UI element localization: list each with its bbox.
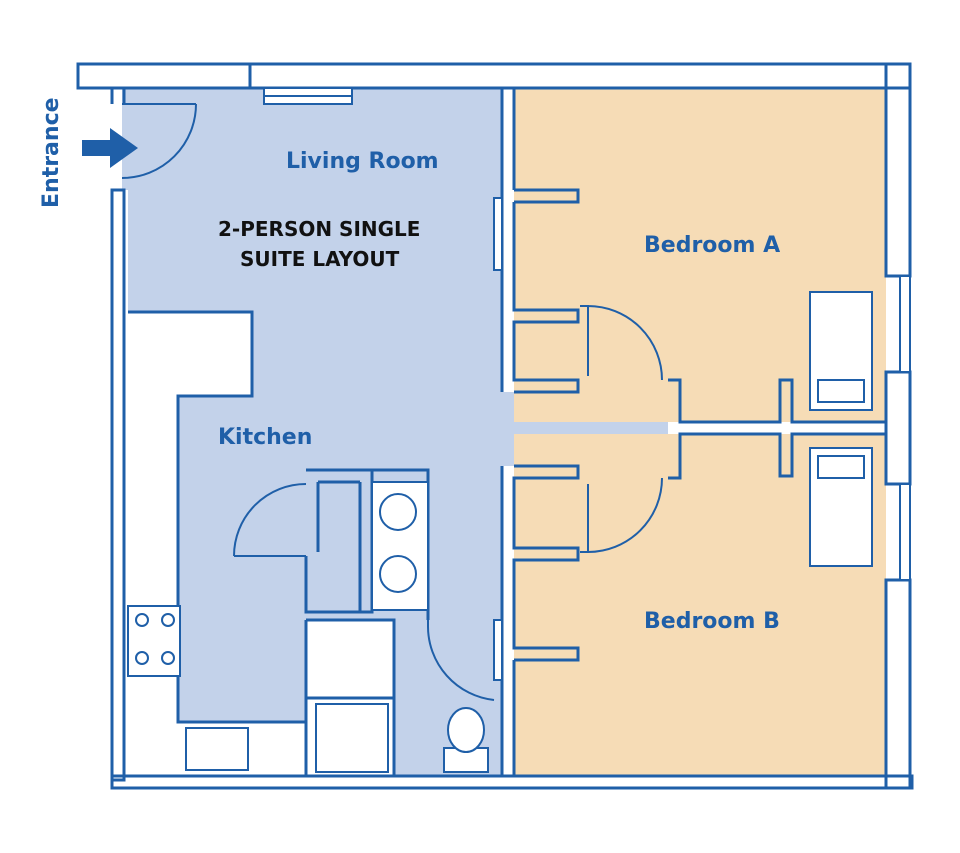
entrance-arrow-icon [82,128,138,168]
title-line-1: 2-PERSON SINGLE [218,217,420,241]
windows [263,87,911,681]
fixtures [127,291,873,773]
window-icon [899,483,911,581]
bed-pillow [817,379,865,403]
window-icon [493,197,503,271]
door-swing-icon [233,483,307,557]
closet-a-top [514,188,580,204]
bed-pillow [817,455,865,479]
living-room-label: Living Room [286,149,439,174]
door-swing-icon [580,477,663,553]
bedroom-b-label: Bedroom B [644,609,780,634]
burner [161,613,175,627]
door-swing-icon [121,103,197,179]
bedroom-divider-2 [668,432,886,480]
kitchen-sink-icon [185,727,249,771]
kitchen-counter [128,310,306,724]
outer-wall-bottom [110,774,914,790]
shower-icon [315,703,389,773]
toilet-icon [447,707,485,753]
sink-basin [379,555,417,593]
burner [135,651,149,665]
title-line-2: SUITE LAYOUT [240,247,400,271]
doors [121,103,663,701]
outer-wall-right-mid [884,370,912,486]
coat-closet [304,468,374,614]
burner [135,613,149,627]
window-icon [899,275,911,373]
door-swing-icon [580,305,663,381]
outer-wall-right-low [884,578,912,790]
closet-a-wall [512,202,580,394]
door-swing-icon [426,620,495,701]
bedroom-divider [668,378,886,424]
sink-basin [379,493,417,531]
outer-wall-left [110,188,126,782]
walls [76,62,914,790]
kitchen-label: Kitchen [218,425,312,450]
common-area-fill [122,88,668,776]
bath-wall-2 [306,618,396,776]
burner [161,651,175,665]
bedroom-a-label: Bedroom A [644,233,780,258]
outer-wall-right [884,62,912,278]
closet-b-wall [512,464,580,662]
outer-wall-top [76,62,912,90]
entrance-label: Entrance [39,97,64,208]
window-icon [493,619,503,681]
